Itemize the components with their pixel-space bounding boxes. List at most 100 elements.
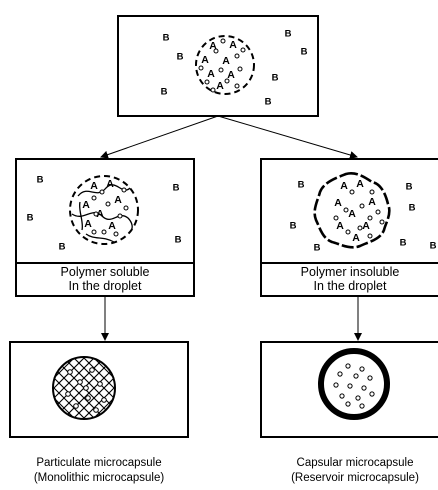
core-material-a: A: [352, 232, 360, 244]
core-dot: [101, 229, 107, 235]
hatch-line: [63, 357, 115, 419]
core-material-a: A: [106, 178, 114, 190]
core-material-a: A: [108, 220, 116, 232]
core-material-a: A: [201, 54, 209, 66]
left-condition-line1: Polymer soluble: [61, 265, 150, 279]
left-caption-line1: Particulate microcapsule: [36, 457, 161, 469]
core-dot: [345, 229, 351, 235]
particulate-microcapsule-frame: [9, 341, 189, 438]
core-dot: [337, 371, 343, 377]
core-material-a: A: [84, 218, 92, 230]
particulate-microcapsule-box: [9, 341, 189, 438]
core-material-a: A: [362, 220, 370, 232]
core-material-a: A: [207, 68, 215, 80]
dissolved-polymer-chains: [71, 184, 133, 243]
continuous-phase-b: B: [27, 213, 34, 224]
capsular-microcapsule-shell: [318, 348, 390, 420]
core-dot: [357, 225, 363, 231]
core-dot: [234, 53, 240, 59]
core-dot: [369, 189, 375, 195]
continuous-phase-b: B: [290, 221, 297, 232]
right-condition-line1: Polymer insoluble: [301, 265, 400, 279]
core-dot: [218, 67, 224, 73]
core-dot: [97, 381, 103, 387]
hatch-line: [53, 357, 85, 419]
core-dot: [345, 363, 351, 369]
continuous-phase-b: B: [265, 97, 272, 108]
arrow-to-left-branch: [100, 115, 219, 159]
core-dot: [234, 83, 240, 89]
core-material-a: A: [227, 69, 235, 81]
capsular-microcapsule-box: [260, 341, 438, 438]
core-material-a: A: [90, 180, 98, 192]
particulate-microcapsule: [52, 356, 116, 420]
core-dot: [65, 391, 71, 397]
core-dot: [83, 385, 89, 391]
core-dot: [89, 367, 95, 373]
core-dot: [198, 65, 204, 71]
core-dot: [105, 201, 111, 207]
core-dot: [367, 233, 373, 239]
core-dot: [77, 379, 83, 385]
core-dot: [367, 215, 373, 221]
core-dot: [117, 213, 123, 219]
core-material-a: A: [368, 196, 376, 208]
continuous-phase-b: B: [400, 238, 407, 249]
core-material-a: A: [348, 208, 356, 220]
continuous-phase-b: B: [161, 87, 168, 98]
left-caption-line2: (Monolithic microcapsule): [34, 472, 165, 484]
core-dot: [349, 189, 355, 195]
core-material-a: A: [82, 199, 90, 211]
embedded-core-dots: [65, 367, 107, 413]
core-dot: [343, 207, 349, 213]
continuous-phase-b: B: [177, 52, 184, 63]
core-material-a: A: [229, 39, 237, 51]
core-dot: [123, 205, 129, 211]
continuous-phase-b: B: [298, 180, 305, 191]
continuous-phase-b: B: [406, 182, 413, 193]
core-dot: [213, 48, 219, 54]
continuous-phase-b: B: [163, 33, 170, 44]
core-dot: [367, 375, 373, 381]
core-material-a: A: [209, 40, 217, 52]
hatch-line: [53, 357, 105, 419]
core-dot: [375, 209, 381, 215]
hatch-line: [53, 357, 85, 419]
right-caption-line2: (Reservoir microcapsule): [291, 472, 419, 484]
core-dot: [339, 393, 345, 399]
core-dot: [220, 38, 226, 44]
left-branch-frame: [15, 158, 195, 297]
continuous-phase-b: B: [285, 29, 292, 40]
continuous-phase-b: B: [430, 241, 437, 252]
core-dot: [210, 87, 216, 93]
core-dot: [91, 195, 97, 201]
core-dot: [93, 211, 99, 217]
core-dot: [361, 385, 367, 391]
right-condition-line2: In the droplet: [314, 279, 387, 293]
core-dot: [91, 229, 97, 235]
core-dot: [224, 78, 230, 84]
right-caption-line1: Capsular microcapsule: [297, 457, 414, 469]
continuous-phase-b: B: [301, 47, 308, 58]
continuous-phase-b: B: [175, 235, 182, 246]
core-material-a: A: [356, 178, 364, 190]
core-dot: [67, 369, 73, 375]
continuous-phase-b: B: [272, 73, 279, 84]
hatch-line: [83, 357, 115, 419]
core-dot: [347, 383, 353, 389]
hatch-line: [83, 357, 115, 419]
continuous-phase-b: B: [314, 243, 321, 254]
core-dot: [85, 395, 91, 401]
core-material-a: A: [340, 180, 348, 192]
core-material-a: A: [216, 80, 224, 92]
core-dot: [240, 47, 246, 53]
core-material-a: A: [334, 197, 342, 209]
core-dot: [101, 397, 107, 403]
core-dot: [333, 215, 339, 221]
initial-emulsion-frame: [117, 15, 319, 117]
droplet: [195, 35, 255, 95]
core-dot: [99, 189, 105, 195]
